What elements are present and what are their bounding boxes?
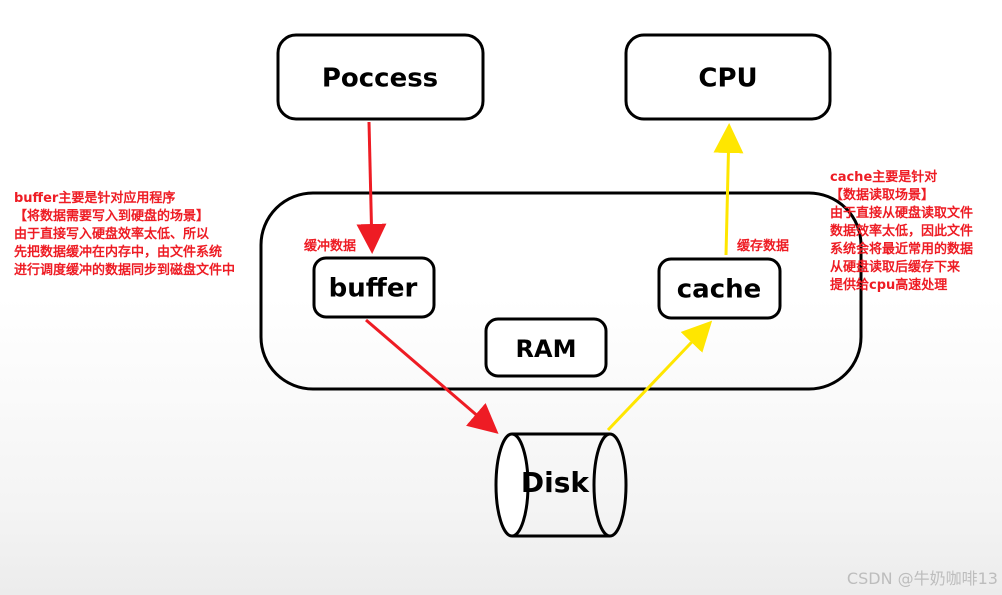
buffer-note-line: buffer主要是针对应用程序 [14, 191, 176, 206]
buffer-note-line: 先把数据缓冲在内存中，由文件系统 [14, 245, 223, 260]
disk-left-end [494, 432, 530, 538]
cache-node: cache [657, 257, 782, 320]
cache-note-line: 由于直接从硬盘读取文件 [830, 206, 974, 221]
arrow-process-to-buffer [356, 121, 387, 254]
arrow-disk-to-cache [606, 320, 713, 432]
watermark: CSDN @牛奶咖啡13 [846, 569, 998, 588]
disk-right-inner [592, 432, 611, 538]
ram-label: RAM [516, 335, 577, 363]
disk-right-end [609, 432, 628, 538]
disk-label: Disk [521, 466, 591, 499]
edge-label-cache-data: 缓存数据 [737, 238, 789, 254]
buffer-note-line: 进行调度缓冲的数据同步到磁盘文件中 [14, 263, 236, 278]
cache-note-line: cache主要是针对 [830, 170, 938, 185]
disk-body [512, 432, 610, 538]
cpu-box [624, 33, 832, 121]
buffer-note-line: 【将数据需要写入到硬盘的场景】 [14, 209, 210, 224]
arrow-cache-to-cpu [713, 123, 744, 256]
buffer-node: buffer [312, 256, 436, 319]
process-box [276, 33, 485, 121]
cache-label: cache [677, 275, 762, 305]
buffer-annotation: buffer主要是针对应用程序 【将数据需要写入到硬盘的场景】 由于直接写入硬盘… [14, 190, 235, 280]
cache-annotation: cache主要是针对 【数据读取场景】 由于直接从硬盘读取文件 数据效率太低，因… [830, 169, 973, 295]
cpu-node: CPU [624, 33, 832, 121]
cpu-label: CPU [698, 64, 757, 94]
process-node: Poccess [276, 33, 485, 121]
ram-node: RAM [484, 317, 608, 378]
cache-note-line: 数据效率太低，因此文件 [830, 224, 974, 239]
buffer-note-line: 由于直接写入硬盘效率太低、所以 [14, 227, 210, 242]
ram-box [484, 317, 608, 378]
cache-note-line: 系统会将最近常用的数据 [830, 242, 974, 257]
arrow-buffer-to-disk [365, 318, 499, 434]
buffer-label: buffer [329, 274, 418, 304]
ram-container [259, 191, 863, 391]
edge-label-buffer-data: 缓冲数据 [304, 238, 356, 254]
disk-node: Disk [494, 432, 628, 538]
cache-note-line: 提供给cpu高速处理 [830, 278, 948, 293]
cache-note-line: 【数据读取场景】 [830, 188, 935, 203]
cache-box [657, 257, 782, 320]
process-label: Poccess [322, 64, 438, 94]
cache-note-line: 从硬盘读取后缓存下来 [830, 260, 961, 275]
buffer-box [312, 256, 436, 319]
